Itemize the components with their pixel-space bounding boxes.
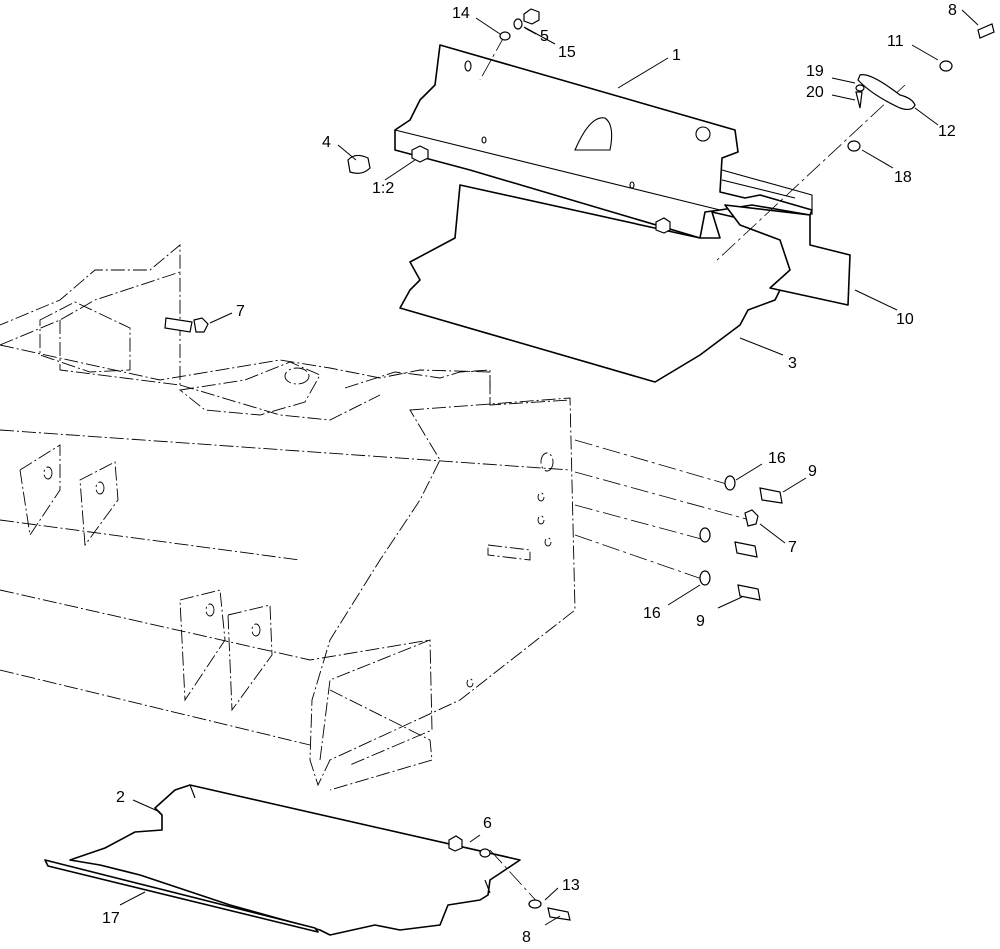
hardware	[164, 8, 995, 921]
callout-18: 18	[894, 169, 912, 186]
deck-housing-phantom	[0, 244, 576, 791]
callout-8-top: 8	[948, 2, 957, 19]
callout-13: 13	[562, 877, 580, 894]
washer-18	[847, 140, 861, 152]
cap-plug-4	[347, 154, 371, 174]
callout-1-2: 1:2	[372, 180, 394, 197]
nut-shield	[655, 217, 671, 234]
assembly-axes	[479, 34, 906, 906]
washer-14	[499, 31, 511, 41]
washer-16-lower	[699, 570, 711, 586]
washer-19	[855, 84, 865, 92]
callout-16-lower: 16	[643, 605, 661, 622]
leader-lines	[119, 9, 979, 926]
lower-shield	[69, 784, 521, 936]
callout-15: 15	[558, 44, 576, 61]
callout-6: 6	[483, 815, 492, 832]
callout-16-upper: 16	[768, 450, 786, 467]
washer-right	[699, 527, 711, 543]
callout-11: 11	[887, 33, 904, 50]
bolt-8-bottom	[547, 907, 571, 921]
washer-6	[479, 848, 491, 858]
callout-17: 17	[102, 910, 120, 927]
callout-2: 2	[116, 789, 125, 806]
nut-6	[448, 835, 463, 852]
upper-shield	[394, 44, 813, 239]
bolt-8-top	[977, 23, 995, 39]
callout-14: 14	[452, 5, 470, 22]
side-strip	[724, 204, 851, 306]
callout-1: 1	[672, 47, 681, 64]
callout-9-upper: 9	[808, 463, 817, 480]
callout-10: 10	[896, 311, 914, 328]
lockwasher-15	[513, 18, 523, 30]
callout-7-right: 7	[788, 539, 797, 556]
callout-19: 19	[806, 63, 824, 80]
callout-9-lower: 9	[696, 613, 705, 630]
bolt-9-upper	[759, 487, 783, 504]
callout-labels: 1 1:2 2 3 4 5 6 7 7 8 8 9 9 10 11 12 13 …	[102, 2, 957, 946]
callout-12: 12	[938, 123, 956, 140]
nut-7-right	[744, 509, 759, 527]
bolt-9-lower	[737, 584, 761, 601]
pin-20	[855, 91, 863, 109]
callout-8-bottom: 8	[522, 929, 531, 946]
nut-5	[523, 8, 540, 25]
rod	[44, 859, 319, 933]
bolt-right	[734, 541, 758, 558]
link-12	[857, 74, 916, 111]
callout-7-upper: 7	[236, 303, 245, 320]
callout-3: 3	[788, 355, 797, 372]
callout-4: 4	[322, 134, 331, 151]
bolt-7-upper	[164, 317, 193, 333]
baffle-plate	[399, 184, 799, 383]
washer-13	[528, 899, 542, 909]
callout-20: 20	[806, 84, 824, 101]
callout-5: 5	[540, 28, 549, 45]
nut-1-2	[411, 145, 429, 163]
washer-11	[939, 60, 953, 72]
washer-16-upper	[724, 475, 736, 491]
